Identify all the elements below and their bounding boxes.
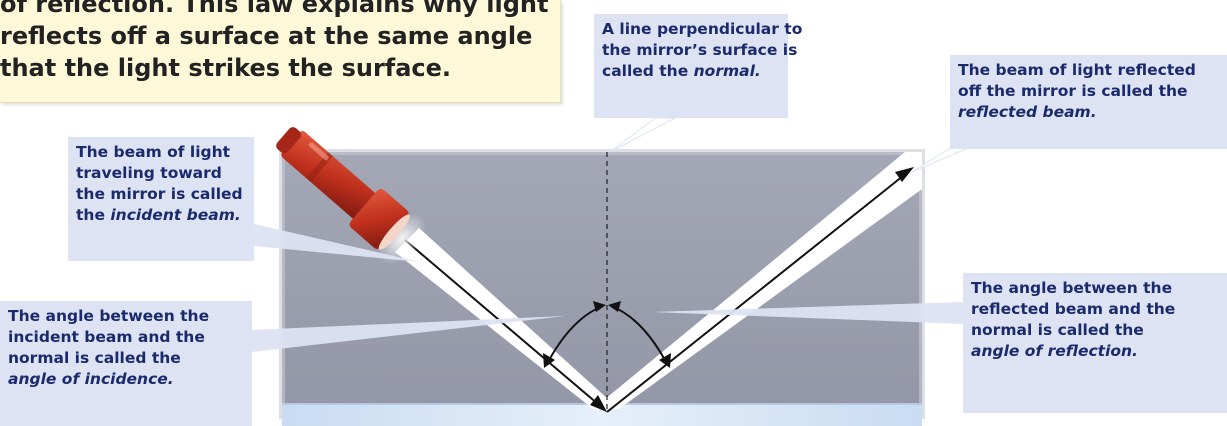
label-line: incident beam and the <box>8 327 244 348</box>
term-incident-beam: incident beam. <box>110 206 240 224</box>
term-angle-of-incidence: angle of incidence. <box>8 370 174 388</box>
label-line: The angle between the <box>8 306 244 327</box>
label-line: normal is called the <box>8 348 244 369</box>
label-line: angle of reflection. <box>971 341 1219 362</box>
label-line: angle of incidence. <box>8 369 244 390</box>
term-reflected-beam: reflected beam. <box>958 103 1097 121</box>
label-reflected-beam: The beam of light reflected off the mirr… <box>950 55 1227 149</box>
label-line: reflected beam. <box>958 102 1219 123</box>
leader-normal <box>610 118 675 152</box>
label-line: The beam of light reflected <box>958 60 1219 81</box>
term-normal: normal. <box>694 62 761 80</box>
label-line: off the mirror is called the <box>958 81 1219 102</box>
label-prefix: called the <box>602 62 694 80</box>
label-line: reflected beam and the <box>971 299 1219 320</box>
label-line: normal is called the <box>971 320 1219 341</box>
label-line: the mirror is called <box>76 184 246 205</box>
label-line: The angle between the <box>971 278 1219 299</box>
term-angle-of-reflection: angle of reflection. <box>971 342 1138 360</box>
label-line: The beam of light <box>76 142 246 163</box>
label-angle-of-incidence: The angle between the incident beam and … <box>0 301 252 426</box>
label-angle-of-reflection: The angle between the reflected beam and… <box>963 273 1227 413</box>
label-line: the mirror’s surface is <box>602 40 780 61</box>
label-line: A line perpendicular to <box>602 19 780 40</box>
label-incident-beam: The beam of light traveling toward the m… <box>68 137 254 261</box>
label-line: the incident beam. <box>76 205 246 226</box>
label-line: called the normal. <box>602 61 780 82</box>
label-prefix: the <box>76 206 110 224</box>
label-normal: A line perpendicular to the mirror’s sur… <box>594 14 788 118</box>
label-line: traveling toward <box>76 163 246 184</box>
